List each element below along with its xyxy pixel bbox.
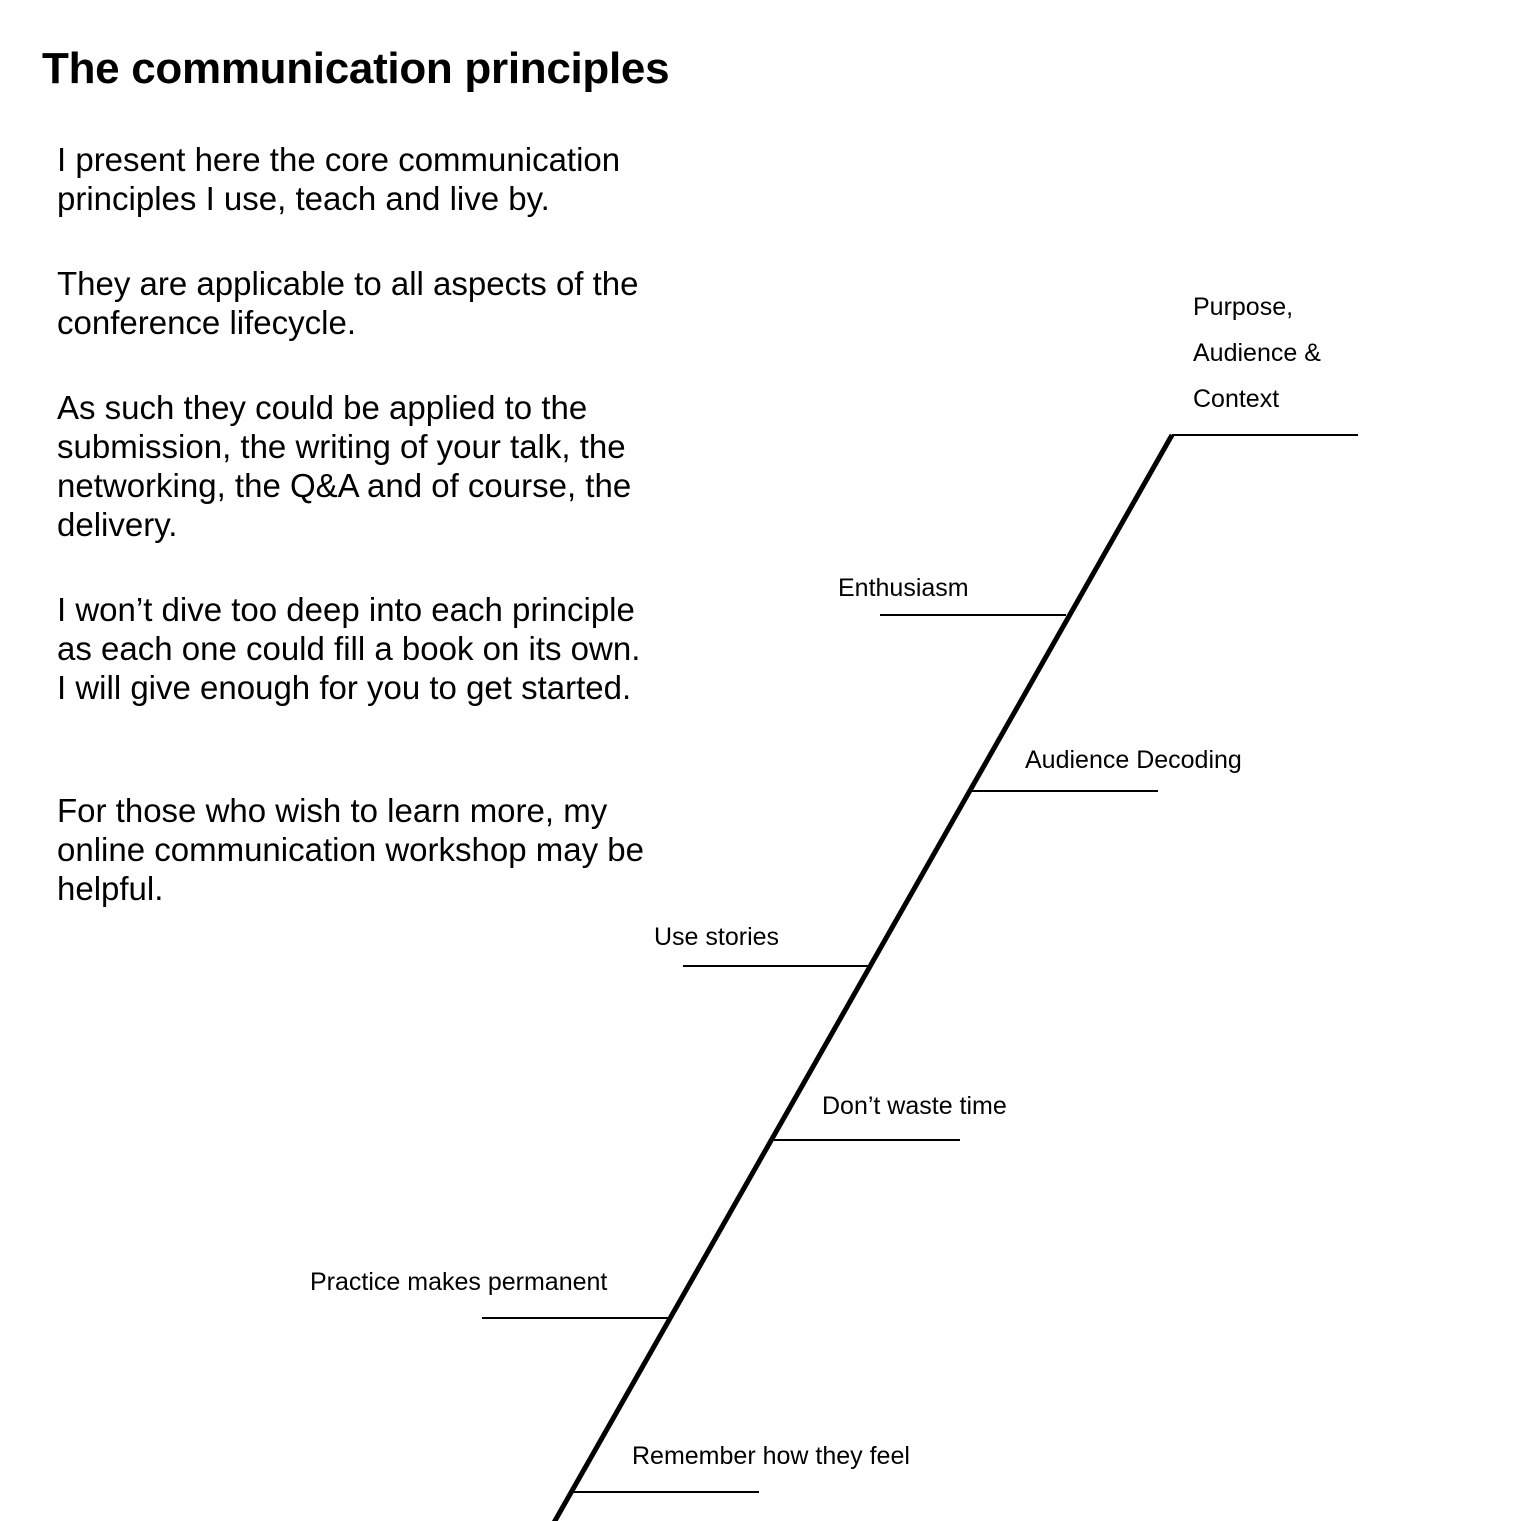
label-use-stories: Use stories bbox=[654, 923, 780, 951]
application-paragraph: As such they could be applied to the sub… bbox=[57, 389, 632, 543]
label-enthusiasm: Enthusiasm bbox=[838, 574, 969, 602]
label-remember: Remember how they feel bbox=[632, 1442, 910, 1470]
label-purpose-line2: Audience & bbox=[1193, 339, 1321, 367]
label-purpose-line3: Context bbox=[1193, 385, 1280, 413]
label-dont-waste-time: Don’t waste time bbox=[822, 1092, 1007, 1120]
label-purpose: Purpose, Audience & Context bbox=[1193, 284, 1321, 422]
intro-paragraph: I present here the core communication pr… bbox=[57, 141, 621, 217]
label-purpose-line1: Purpose, bbox=[1193, 293, 1294, 321]
label-audience-decoding: Audience Decoding bbox=[1025, 746, 1242, 774]
diagonal-spine bbox=[551, 433, 1175, 1521]
workshop-paragraph: For those who wish to learn more, my onl… bbox=[57, 792, 644, 907]
label-practice: Practice makes permanent bbox=[310, 1268, 608, 1296]
page-title: The communication principles bbox=[42, 44, 670, 93]
depth-paragraph: I won’t dive too deep into each principl… bbox=[57, 591, 641, 706]
applicability-paragraph: They are applicable to all aspects of th… bbox=[57, 265, 639, 341]
